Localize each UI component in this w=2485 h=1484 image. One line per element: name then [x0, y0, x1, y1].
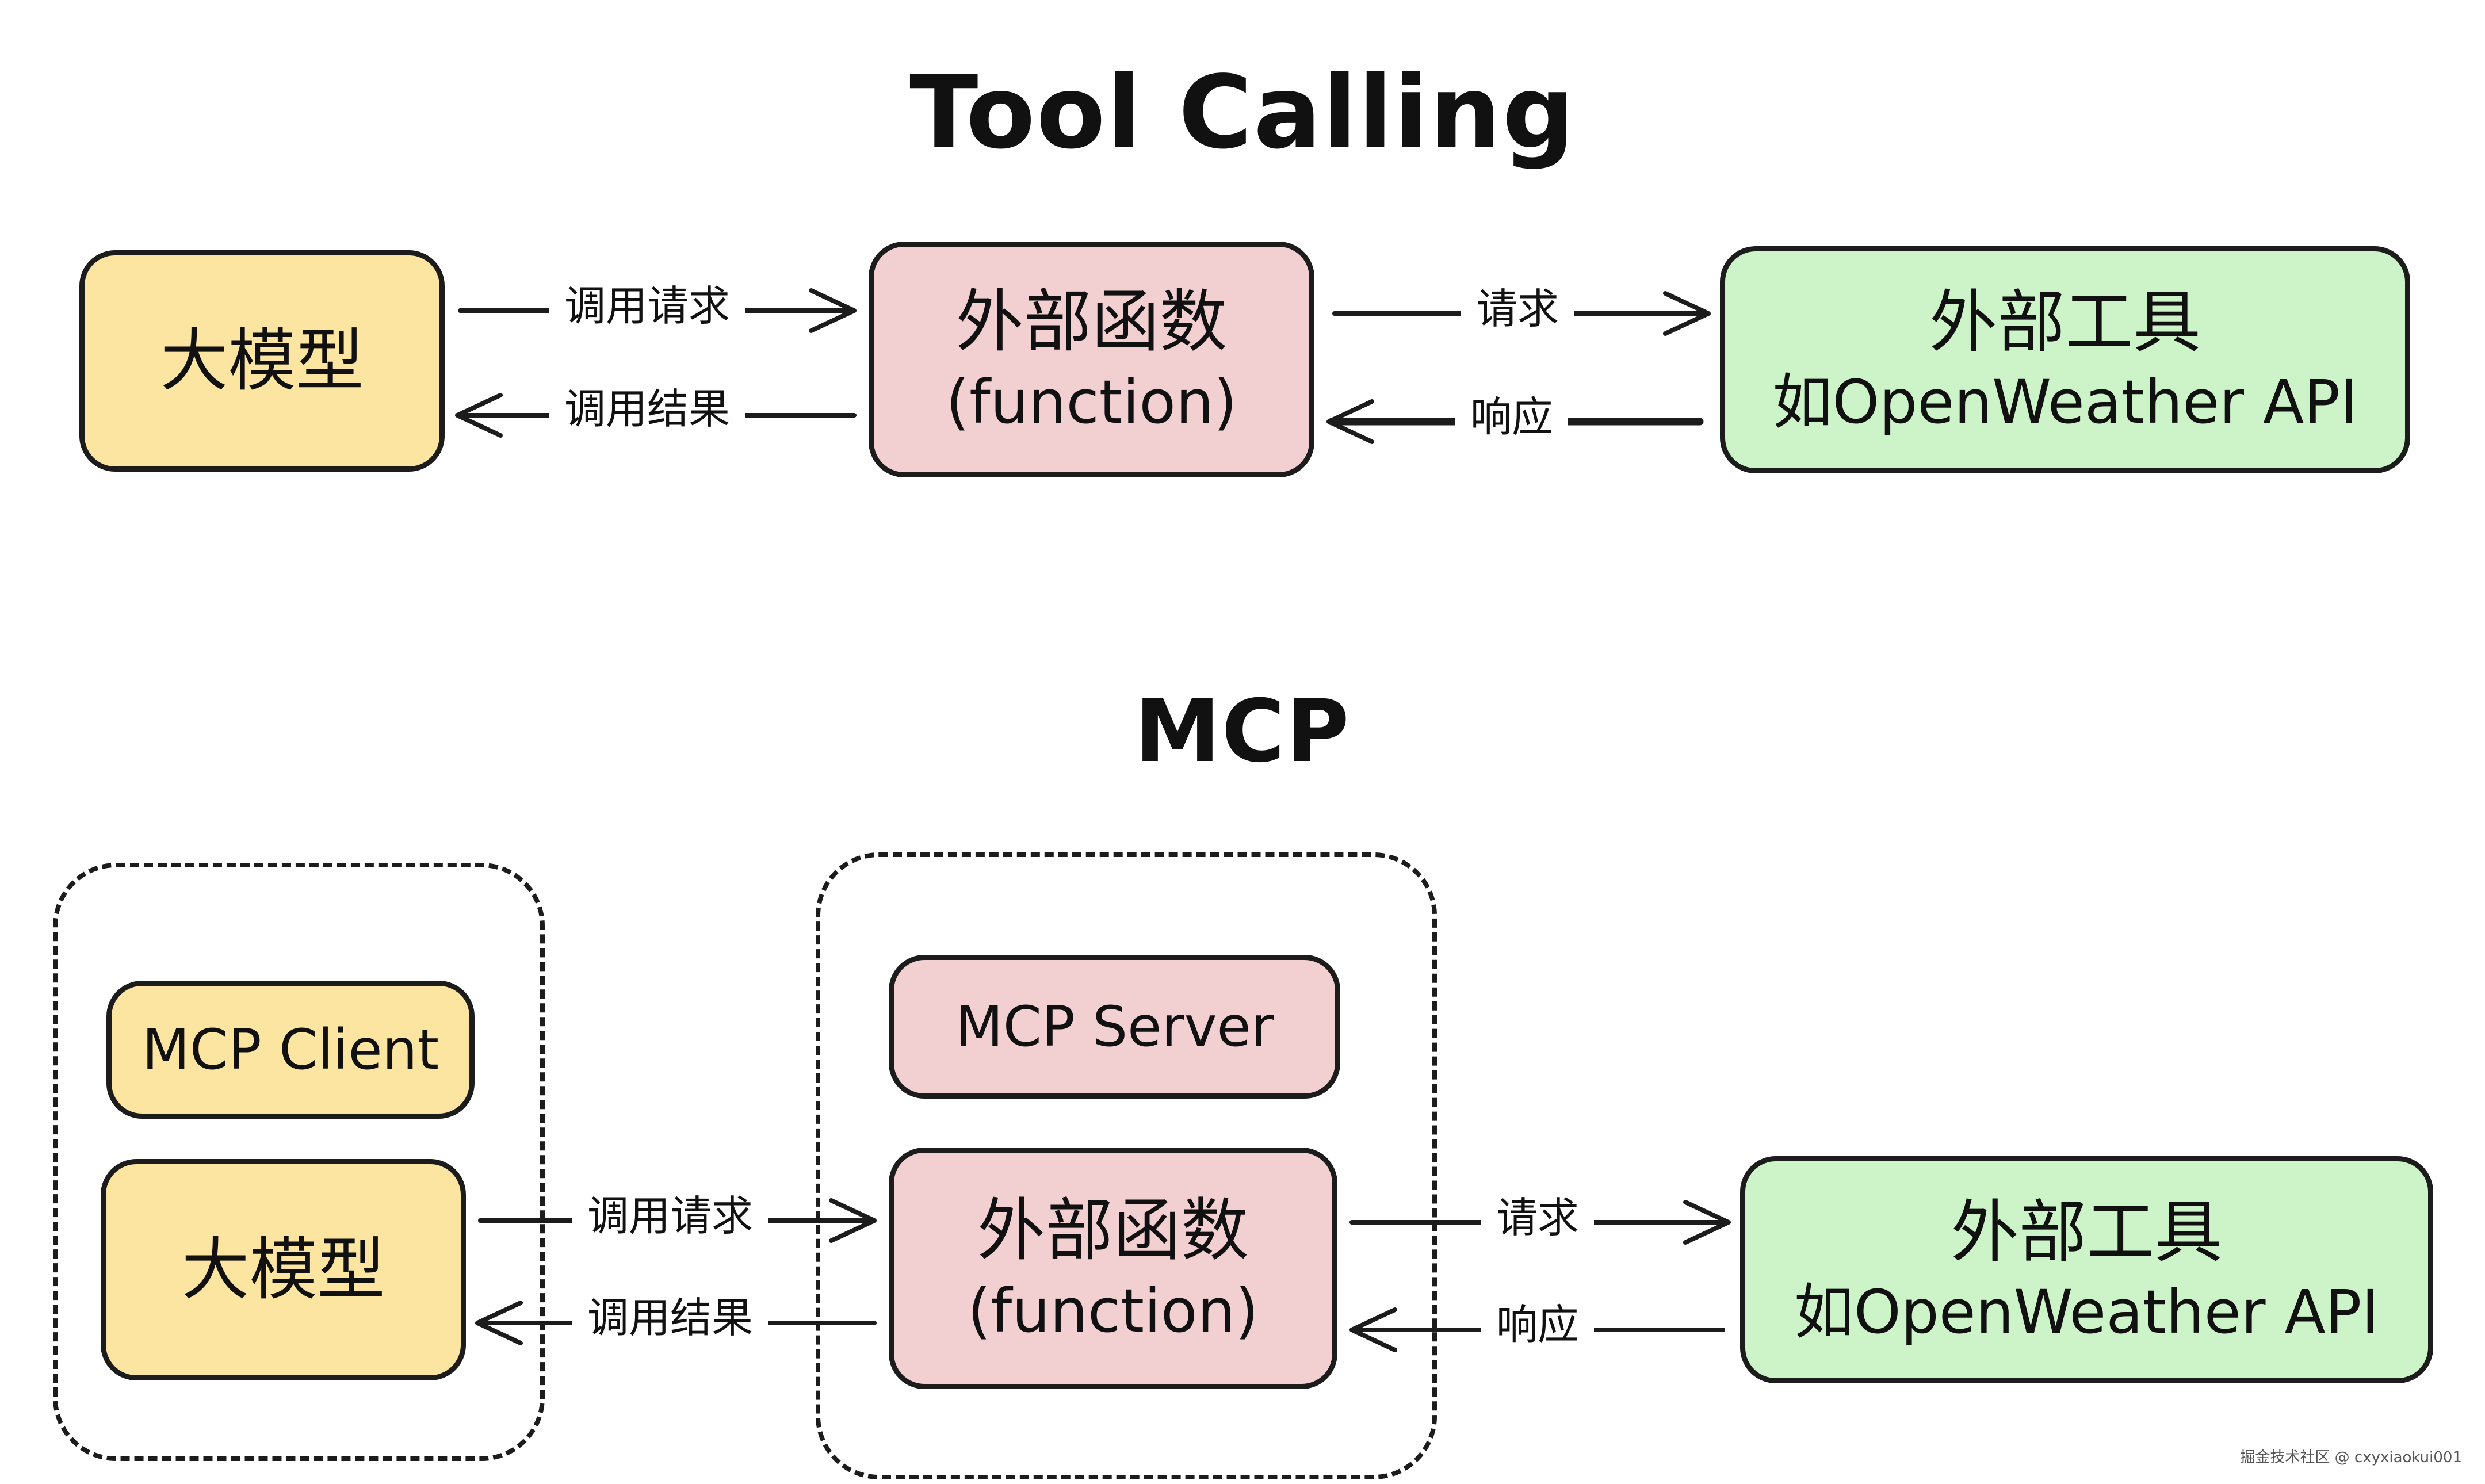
- function-box-bottom: 外部函数 (function): [889, 1148, 1337, 1389]
- mcp-title: MCP: [1134, 682, 1351, 782]
- external-tool-label-line2-top: 如OpenWeather API: [1772, 367, 2358, 438]
- watermark-text: 掘金技术社区 @ cxyxiaokui001: [2240, 1449, 2462, 1466]
- arrowhead-call-request-bottom: [829, 1198, 877, 1243]
- external-tool-label-line1-top: 外部工具: [1929, 282, 2201, 362]
- external-tool-box-bottom: 外部工具 如OpenWeather API: [1740, 1156, 2433, 1383]
- mcp-server-label: MCP Server: [955, 995, 1274, 1059]
- function-label-line2-bottom: (function): [968, 1275, 1259, 1346]
- client-group-container: [53, 863, 545, 1461]
- label-call-request-top: 调用请求: [549, 280, 746, 332]
- function-label-line1-top: 外部函数: [955, 282, 1228, 362]
- function-box-top: 外部函数 (function): [869, 242, 1314, 477]
- label-response-top: 响应: [1455, 391, 1569, 443]
- label-call-result-bottom: 调用结果: [572, 1292, 769, 1344]
- tool-calling-title: Tool Calling: [909, 55, 1576, 171]
- mcp-client-label: MCP Client: [142, 1018, 439, 1082]
- label-response-bottom: 响应: [1481, 1299, 1595, 1351]
- arrowhead-call-result-bottom: [475, 1301, 523, 1345]
- server-group-container: [816, 852, 1437, 1479]
- function-label-line1-bottom: 外部函数: [977, 1191, 1249, 1271]
- arrowhead-request-top: [1663, 291, 1711, 336]
- label-call-result-top: 调用结果: [549, 383, 746, 435]
- arrowhead-call-request-top: [809, 288, 857, 333]
- mcp-server-box: MCP Server: [889, 955, 1340, 1099]
- function-label-line2-top: (function): [946, 366, 1237, 437]
- llm-label-top: 大模型: [160, 320, 364, 400]
- label-request-bottom: 请求: [1481, 1192, 1595, 1244]
- llm-box-bottom: 大模型: [101, 1159, 466, 1380]
- label-request-top: 请求: [1461, 283, 1574, 335]
- llm-box-top: 大模型: [79, 250, 445, 472]
- label-call-request-bottom: 调用请求: [572, 1190, 769, 1242]
- mcp-client-box: MCP Client: [106, 981, 475, 1119]
- external-tool-box-top: 外部工具 如OpenWeather API: [1720, 246, 2410, 473]
- arrowhead-request-bottom: [1683, 1200, 1731, 1245]
- arrowhead-response-bottom: [1349, 1307, 1397, 1352]
- external-tool-label-line1-bottom: 外部工具: [1951, 1192, 2223, 1272]
- external-tool-label-line2-bottom: 如OpenWeather API: [1794, 1277, 2380, 1348]
- arrowhead-call-result-top: [455, 393, 503, 438]
- arrowhead-response-top: [1326, 399, 1374, 444]
- llm-label-bottom: 大模型: [181, 1229, 385, 1309]
